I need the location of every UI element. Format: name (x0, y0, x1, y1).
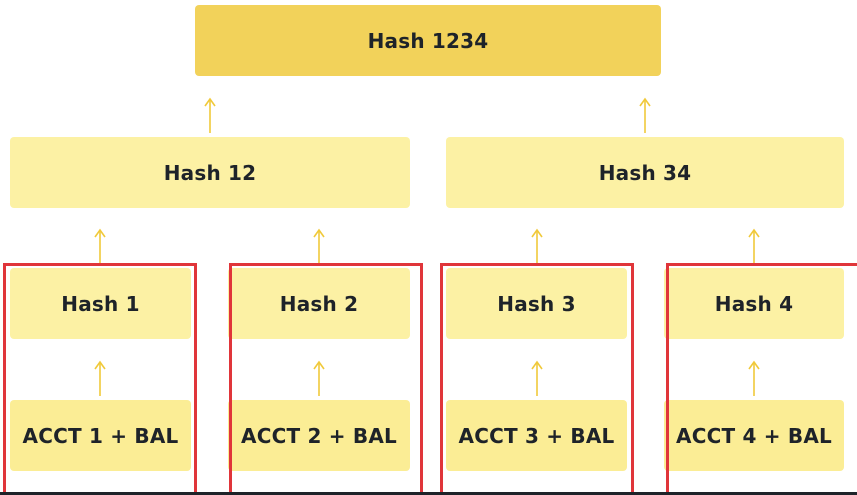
highlight-frame-1 (3, 263, 197, 495)
arrow-head (313, 360, 325, 370)
hash-34-label: Hash 34 (598, 160, 692, 185)
highlight-frame-2 (229, 263, 423, 495)
highlight-frame-3 (440, 263, 634, 495)
hash-34-node: Hash 34 (446, 137, 844, 208)
arrow-head (531, 360, 543, 370)
acct-4-label: ACCT 4 + BAL (676, 423, 832, 448)
hash-1-node: Hash 1 (10, 268, 191, 339)
bottom-divider (0, 492, 857, 495)
hash-2-node: Hash 2 (228, 268, 410, 339)
arrow-head (94, 360, 106, 370)
acct-1-node: ACCT 1 + BAL (10, 400, 191, 471)
hash-4-label: Hash 4 (714, 291, 794, 316)
arrow-head (204, 97, 216, 107)
arrow-head (313, 228, 325, 238)
hash-12-label: Hash 12 (163, 160, 257, 185)
acct-4-node: ACCT 4 + BAL (664, 400, 844, 471)
acct-2-node: ACCT 2 + BAL (228, 400, 410, 471)
acct-3-node: ACCT 3 + BAL (446, 400, 627, 471)
arrow-head (94, 228, 106, 238)
hash-3-node: Hash 3 (446, 268, 627, 339)
hash-12-node: Hash 12 (10, 137, 410, 208)
acct-2-label: ACCT 2 + BAL (241, 423, 397, 448)
highlight-frame-4 (666, 263, 857, 495)
acct-1-label: ACCT 1 + BAL (22, 423, 179, 448)
hash-3-label: Hash 3 (497, 291, 576, 316)
arrow-head (531, 228, 543, 238)
hash-4-node: Hash 4 (664, 268, 844, 339)
hash-1-label: Hash 1 (61, 291, 140, 316)
root-hash-label: Hash 1234 (367, 28, 489, 53)
arrow-head (639, 97, 651, 107)
arrow-head (748, 360, 760, 370)
acct-3-label: ACCT 3 + BAL (458, 423, 615, 448)
arrow-head (748, 228, 760, 238)
hash-2-label: Hash 2 (279, 291, 359, 316)
root-hash-node: Hash 1234 (195, 5, 661, 76)
